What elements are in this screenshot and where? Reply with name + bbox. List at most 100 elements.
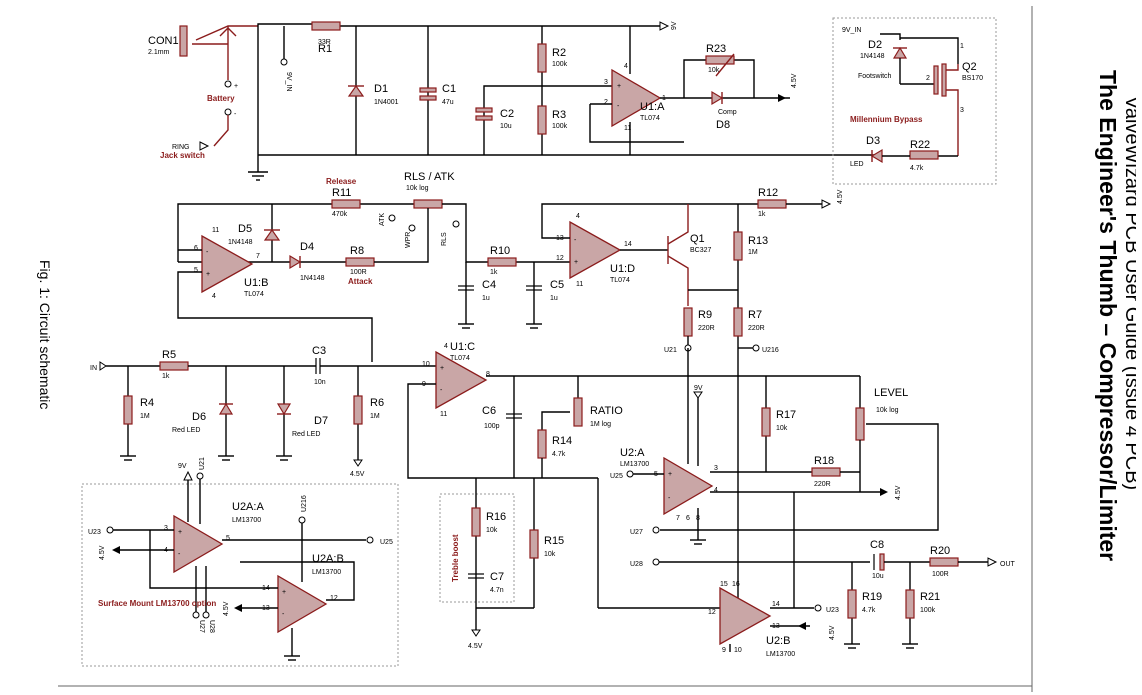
svg-text:R11: R11 xyxy=(332,187,351,199)
svg-text:4.5V: 4.5V xyxy=(829,625,836,640)
svg-text:10k: 10k xyxy=(486,527,498,534)
svg-text:U1:C: U1:C xyxy=(450,341,475,353)
svg-text:D7: D7 xyxy=(314,415,328,427)
svg-text:+: + xyxy=(234,83,238,90)
svg-text:3: 3 xyxy=(714,465,718,472)
r11-resistor: Release R11 470k xyxy=(326,177,361,218)
svg-text:+: + xyxy=(668,471,672,478)
svg-text:RATIO: RATIO xyxy=(590,405,623,417)
svg-text:D4: D4 xyxy=(300,241,314,253)
rls-atk-potentiometer: RLS / ATK 10k log ATK WPR RLS xyxy=(379,171,467,248)
svg-text:LM13700: LM13700 xyxy=(620,461,649,468)
svg-text:4.5V: 4.5V xyxy=(468,643,483,650)
svg-text:R13: R13 xyxy=(748,235,768,247)
svg-text:-: - xyxy=(440,387,443,394)
svg-text:C8: C8 xyxy=(870,539,884,551)
svg-text:1M: 1M xyxy=(748,249,758,256)
svg-text:U27: U27 xyxy=(630,529,643,536)
d5-diode: D5 1N4148 xyxy=(228,223,281,246)
r9-resistor: R9 220R xyxy=(683,307,715,337)
svg-text:10k log: 10k log xyxy=(876,407,899,414)
figure-caption: Fig. 1: Circuit schematic xyxy=(37,260,53,409)
svg-text:U1:B: U1:B xyxy=(244,277,268,289)
svg-text:1N4148: 1N4148 xyxy=(300,275,325,282)
smd-block-outline xyxy=(81,483,399,667)
svg-text:14: 14 xyxy=(624,241,632,248)
svg-text:10u: 10u xyxy=(872,573,884,580)
con1-ref: CON1 xyxy=(148,35,179,47)
svg-text:U1:D: U1:D xyxy=(610,263,635,275)
svg-text:R19: R19 xyxy=(862,591,882,603)
svg-text:9V: 9V xyxy=(178,463,187,470)
svg-text:Red LED: Red LED xyxy=(172,427,200,434)
svg-text:1N4001: 1N4001 xyxy=(374,99,399,106)
svg-text:1u: 1u xyxy=(482,295,490,302)
svg-text:100p: 100p xyxy=(484,423,500,430)
svg-text:R23: R23 xyxy=(706,43,726,55)
ring-label: RING xyxy=(172,144,190,151)
svg-text:U25: U25 xyxy=(610,473,623,480)
r14-resistor: R14 4.7k xyxy=(537,429,572,459)
svg-text:R20: R20 xyxy=(930,545,950,557)
r6-resistor: R6 1M xyxy=(353,395,384,425)
q1-transistor: Q1 BC327 xyxy=(667,204,712,306)
v45-net-label: 4.5V xyxy=(791,73,798,88)
svg-text:LM13700: LM13700 xyxy=(232,517,261,524)
svg-text:3: 3 xyxy=(960,107,964,114)
v9-net-label: 9V xyxy=(671,21,678,30)
in-net-label: IN xyxy=(90,365,97,372)
svg-text:-: - xyxy=(617,103,620,110)
svg-text:+: + xyxy=(617,83,621,90)
con1-jack: CON1 2.1mm + - Battery RING Jack switch xyxy=(148,25,258,160)
svg-text:R7: R7 xyxy=(748,309,762,321)
svg-text:C4: C4 xyxy=(482,279,496,291)
svg-text:D8: D8 xyxy=(716,119,730,131)
svg-text:7: 7 xyxy=(676,515,680,522)
svg-text:10k: 10k xyxy=(708,67,720,74)
v9in-net-label: 9V_IN xyxy=(285,72,292,91)
svg-text:TL074: TL074 xyxy=(450,355,470,362)
svg-text:C5: C5 xyxy=(550,279,564,291)
r7-resistor: R7 220R xyxy=(733,307,765,337)
svg-text:16: 16 xyxy=(732,581,740,588)
svg-text:-: - xyxy=(206,249,209,256)
r1-resistor: 33R R1 xyxy=(311,21,341,55)
svg-text:+: + xyxy=(178,529,182,536)
r20-resistor: R20 100R xyxy=(929,545,959,578)
jack-switch-label: Jack switch xyxy=(160,151,205,160)
r8-resistor: R8 100R Attack xyxy=(345,245,375,286)
svg-text:C2: C2 xyxy=(500,108,514,120)
svg-text:4: 4 xyxy=(444,343,448,350)
svg-text:-: - xyxy=(668,495,671,502)
svg-text:R6: R6 xyxy=(370,397,384,409)
svg-text:100k: 100k xyxy=(552,123,568,130)
svg-text:4.7k: 4.7k xyxy=(862,607,876,614)
svg-text:R1: R1 xyxy=(318,43,332,55)
svg-text:D5: D5 xyxy=(238,223,252,235)
svg-text:BC327: BC327 xyxy=(690,247,712,254)
svg-text:ATK: ATK xyxy=(379,213,386,226)
svg-text:9: 9 xyxy=(722,647,726,654)
svg-text:D3: D3 xyxy=(866,135,880,147)
svg-text:6: 6 xyxy=(194,245,198,252)
c5-capacitor: C5 1u xyxy=(526,262,564,329)
svg-text:220R: 220R xyxy=(698,325,715,332)
svg-text:U216: U216 xyxy=(301,495,308,512)
svg-text:WPR: WPR xyxy=(405,232,412,248)
svg-text:R21: R21 xyxy=(920,591,940,603)
r17-resistor: R17 10k xyxy=(761,407,796,437)
r13-resistor: R13 1M xyxy=(733,231,768,261)
r15-resistor: R15 10k xyxy=(529,529,564,559)
r3-resistor: R3 100k xyxy=(537,105,568,135)
svg-text:U27: U27 xyxy=(198,620,205,633)
svg-text:TL074: TL074 xyxy=(610,277,630,284)
svg-text:5: 5 xyxy=(194,267,198,274)
svg-text:1: 1 xyxy=(960,43,964,50)
svg-text:Comp: Comp xyxy=(718,109,737,116)
bypass-block: 9V_IN D2 1N4148 Footswitch Q2 BS170 123 … xyxy=(842,27,983,172)
svg-text:1k: 1k xyxy=(162,373,170,380)
svg-text:4.7k: 4.7k xyxy=(910,165,924,172)
